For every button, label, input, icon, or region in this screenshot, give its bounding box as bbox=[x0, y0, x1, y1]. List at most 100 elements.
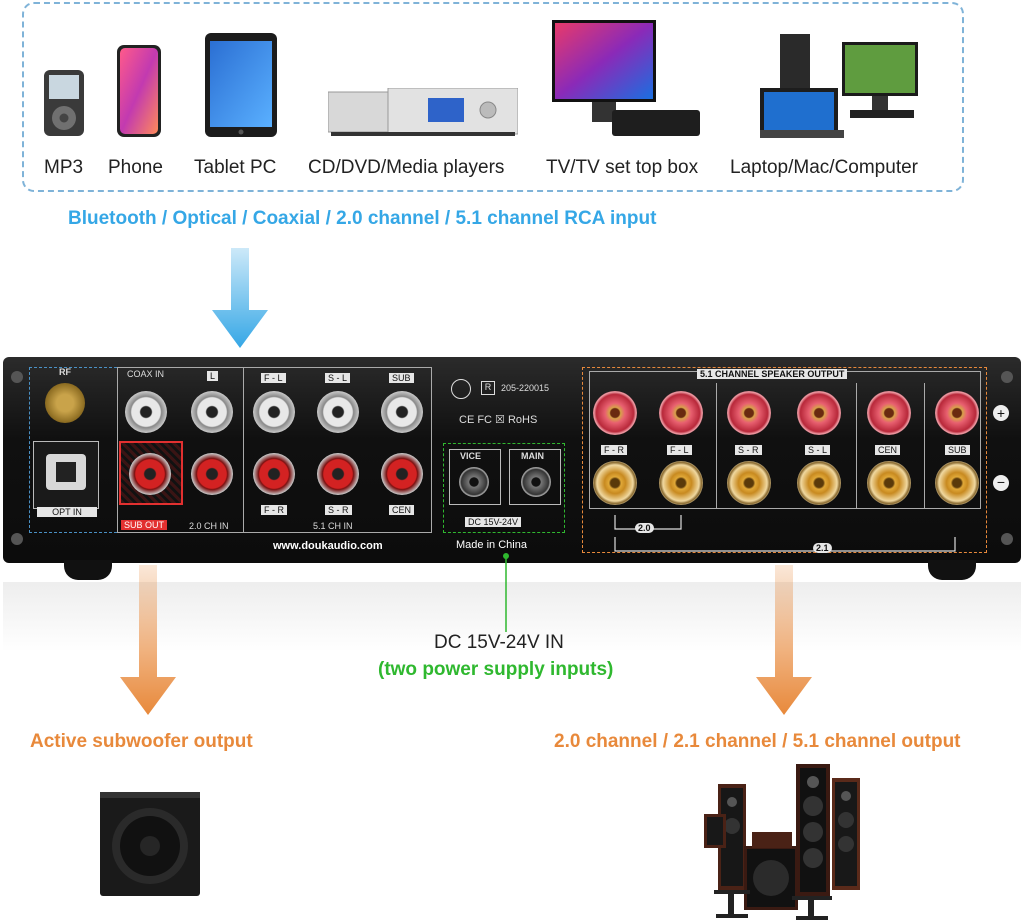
fl-positive-terminal bbox=[659, 391, 703, 435]
speaker-output-frame bbox=[589, 371, 981, 509]
sr-in-jack bbox=[317, 453, 359, 495]
source-label-mp3: MP3 bbox=[44, 157, 84, 178]
amp-foot bbox=[64, 560, 112, 580]
divider bbox=[856, 383, 857, 509]
computer-icon bbox=[760, 34, 918, 138]
main-frame bbox=[509, 449, 561, 505]
certification-logo-icon bbox=[451, 379, 471, 399]
sl-in-label: S - L bbox=[325, 373, 351, 383]
website-text: www.doukaudio.com bbox=[273, 540, 383, 552]
cen-in-label: CEN bbox=[389, 505, 415, 515]
amp-foot bbox=[928, 560, 976, 580]
sl-in-jack bbox=[317, 391, 359, 433]
amp-reflection bbox=[3, 582, 1021, 652]
fr-positive-terminal bbox=[593, 391, 637, 435]
input-caption: Bluetooth / Optical / Coaxial / 2.0 chan… bbox=[68, 208, 657, 229]
amplifier-back-panel: RF OPT IN COAX IN L R F - L S - L SUB F … bbox=[3, 357, 1021, 563]
dc-input-subtitle: (two power supply inputs) bbox=[378, 659, 614, 680]
sub-positive-terminal bbox=[935, 391, 979, 435]
cen-negative-terminal bbox=[867, 461, 911, 505]
dc-pointer-line bbox=[503, 553, 509, 632]
source-devices-box bbox=[22, 2, 964, 192]
source-label-tablet: Tablet PC bbox=[194, 157, 277, 178]
sub-out-jack bbox=[129, 453, 171, 495]
cen-in-jack bbox=[381, 453, 423, 495]
sr-positive-terminal bbox=[727, 391, 771, 435]
fl-in-jack bbox=[253, 391, 295, 433]
spk-sl-label: S - L bbox=[805, 445, 831, 455]
group-21-label: 2.1 bbox=[813, 543, 832, 553]
speaker-output-outline bbox=[582, 367, 987, 553]
coax-in-jack bbox=[125, 391, 167, 433]
phone-icon bbox=[117, 45, 161, 137]
plus-icon: + bbox=[993, 405, 1009, 421]
l-label: L bbox=[207, 371, 219, 381]
ch51-in-label: 5.1 CH IN bbox=[313, 521, 353, 531]
group-20-label: 2.0 bbox=[635, 523, 654, 533]
divider bbox=[716, 383, 717, 509]
sl-positive-terminal bbox=[797, 391, 841, 435]
rf-label: RF bbox=[59, 367, 71, 377]
sl-negative-terminal bbox=[797, 461, 841, 505]
sub-negative-terminal bbox=[935, 461, 979, 505]
fr-in-jack bbox=[253, 453, 295, 495]
ch20-in-label: 2.0 CH IN bbox=[189, 521, 229, 531]
sub-out-label: SUB OUT bbox=[121, 520, 168, 530]
speaker-output-title: 5.1 CHANNEL SPEAKER OUTPUT bbox=[697, 369, 848, 379]
sub-in-label: SUB bbox=[389, 373, 414, 383]
fr-in-label: F - R bbox=[261, 505, 287, 515]
fl-in-label: F - L bbox=[261, 373, 286, 383]
spk-fl-label: F - L bbox=[667, 445, 692, 455]
made-in-text: Made in China bbox=[456, 539, 527, 551]
source-label-computer: Laptop/Mac/Computer bbox=[730, 157, 918, 178]
rf-antenna-connector bbox=[45, 383, 85, 423]
screw-icon bbox=[11, 533, 23, 545]
certification-code: 205-220015 bbox=[501, 383, 550, 393]
spk-fr-label: F - R bbox=[601, 445, 627, 455]
subwoofer-arrow-icon bbox=[120, 565, 176, 715]
minus-icon: − bbox=[993, 475, 1009, 491]
screw-icon bbox=[1001, 533, 1013, 545]
vice-label: VICE bbox=[460, 451, 482, 461]
divider bbox=[924, 383, 925, 509]
sr-negative-terminal bbox=[727, 461, 771, 505]
dc-input-title: DC 15V-24V IN bbox=[434, 632, 564, 653]
rca-input-frame bbox=[117, 367, 432, 533]
dc-input-outline bbox=[443, 443, 565, 533]
coax-in-label: COAX IN bbox=[127, 369, 165, 379]
r-in-jack bbox=[191, 453, 233, 495]
main-dc-jack bbox=[521, 467, 551, 497]
registered-mark-icon: R bbox=[481, 381, 495, 395]
sr-in-label: S - R bbox=[325, 505, 352, 515]
vice-dc-jack bbox=[459, 467, 489, 497]
tablet-icon bbox=[205, 33, 277, 137]
source-label-tv: TV/TV set top box bbox=[546, 157, 699, 178]
certification-marks: CE FC ☒ RoHS bbox=[459, 414, 538, 426]
speaker-arrow-icon bbox=[756, 565, 812, 715]
main-label: MAIN bbox=[521, 451, 544, 461]
media-player-icon bbox=[328, 88, 518, 136]
dc-range-label: DC 15V-24V bbox=[465, 517, 522, 527]
optical-input-port bbox=[33, 441, 99, 509]
fr-negative-terminal bbox=[593, 461, 637, 505]
source-label-phone: Phone bbox=[108, 157, 163, 178]
opt-in-label: OPT IN bbox=[37, 507, 97, 517]
input-arrow-icon bbox=[212, 248, 268, 348]
spk-cen-label: CEN bbox=[875, 445, 901, 455]
source-label-media-players: CD/DVD/Media players bbox=[308, 157, 505, 178]
screw-icon bbox=[1001, 371, 1013, 383]
speaker-set-icon bbox=[704, 764, 860, 920]
spk-sub-label: SUB bbox=[945, 445, 970, 455]
subwoofer-output-caption: Active subwoofer output bbox=[30, 731, 253, 752]
tv-icon bbox=[552, 20, 700, 136]
fl-negative-terminal bbox=[659, 461, 703, 505]
sub-in-jack bbox=[381, 391, 423, 433]
l-in-jack bbox=[191, 391, 233, 433]
channel-output-caption: 2.0 channel / 2.1 channel / 5.1 channel … bbox=[554, 731, 961, 752]
spk-sr-label: S - R bbox=[735, 445, 762, 455]
vice-frame bbox=[449, 449, 501, 505]
screw-icon bbox=[11, 371, 23, 383]
divider bbox=[243, 367, 244, 533]
mp3-player-icon bbox=[44, 70, 84, 136]
subwoofer-icon bbox=[100, 792, 200, 896]
